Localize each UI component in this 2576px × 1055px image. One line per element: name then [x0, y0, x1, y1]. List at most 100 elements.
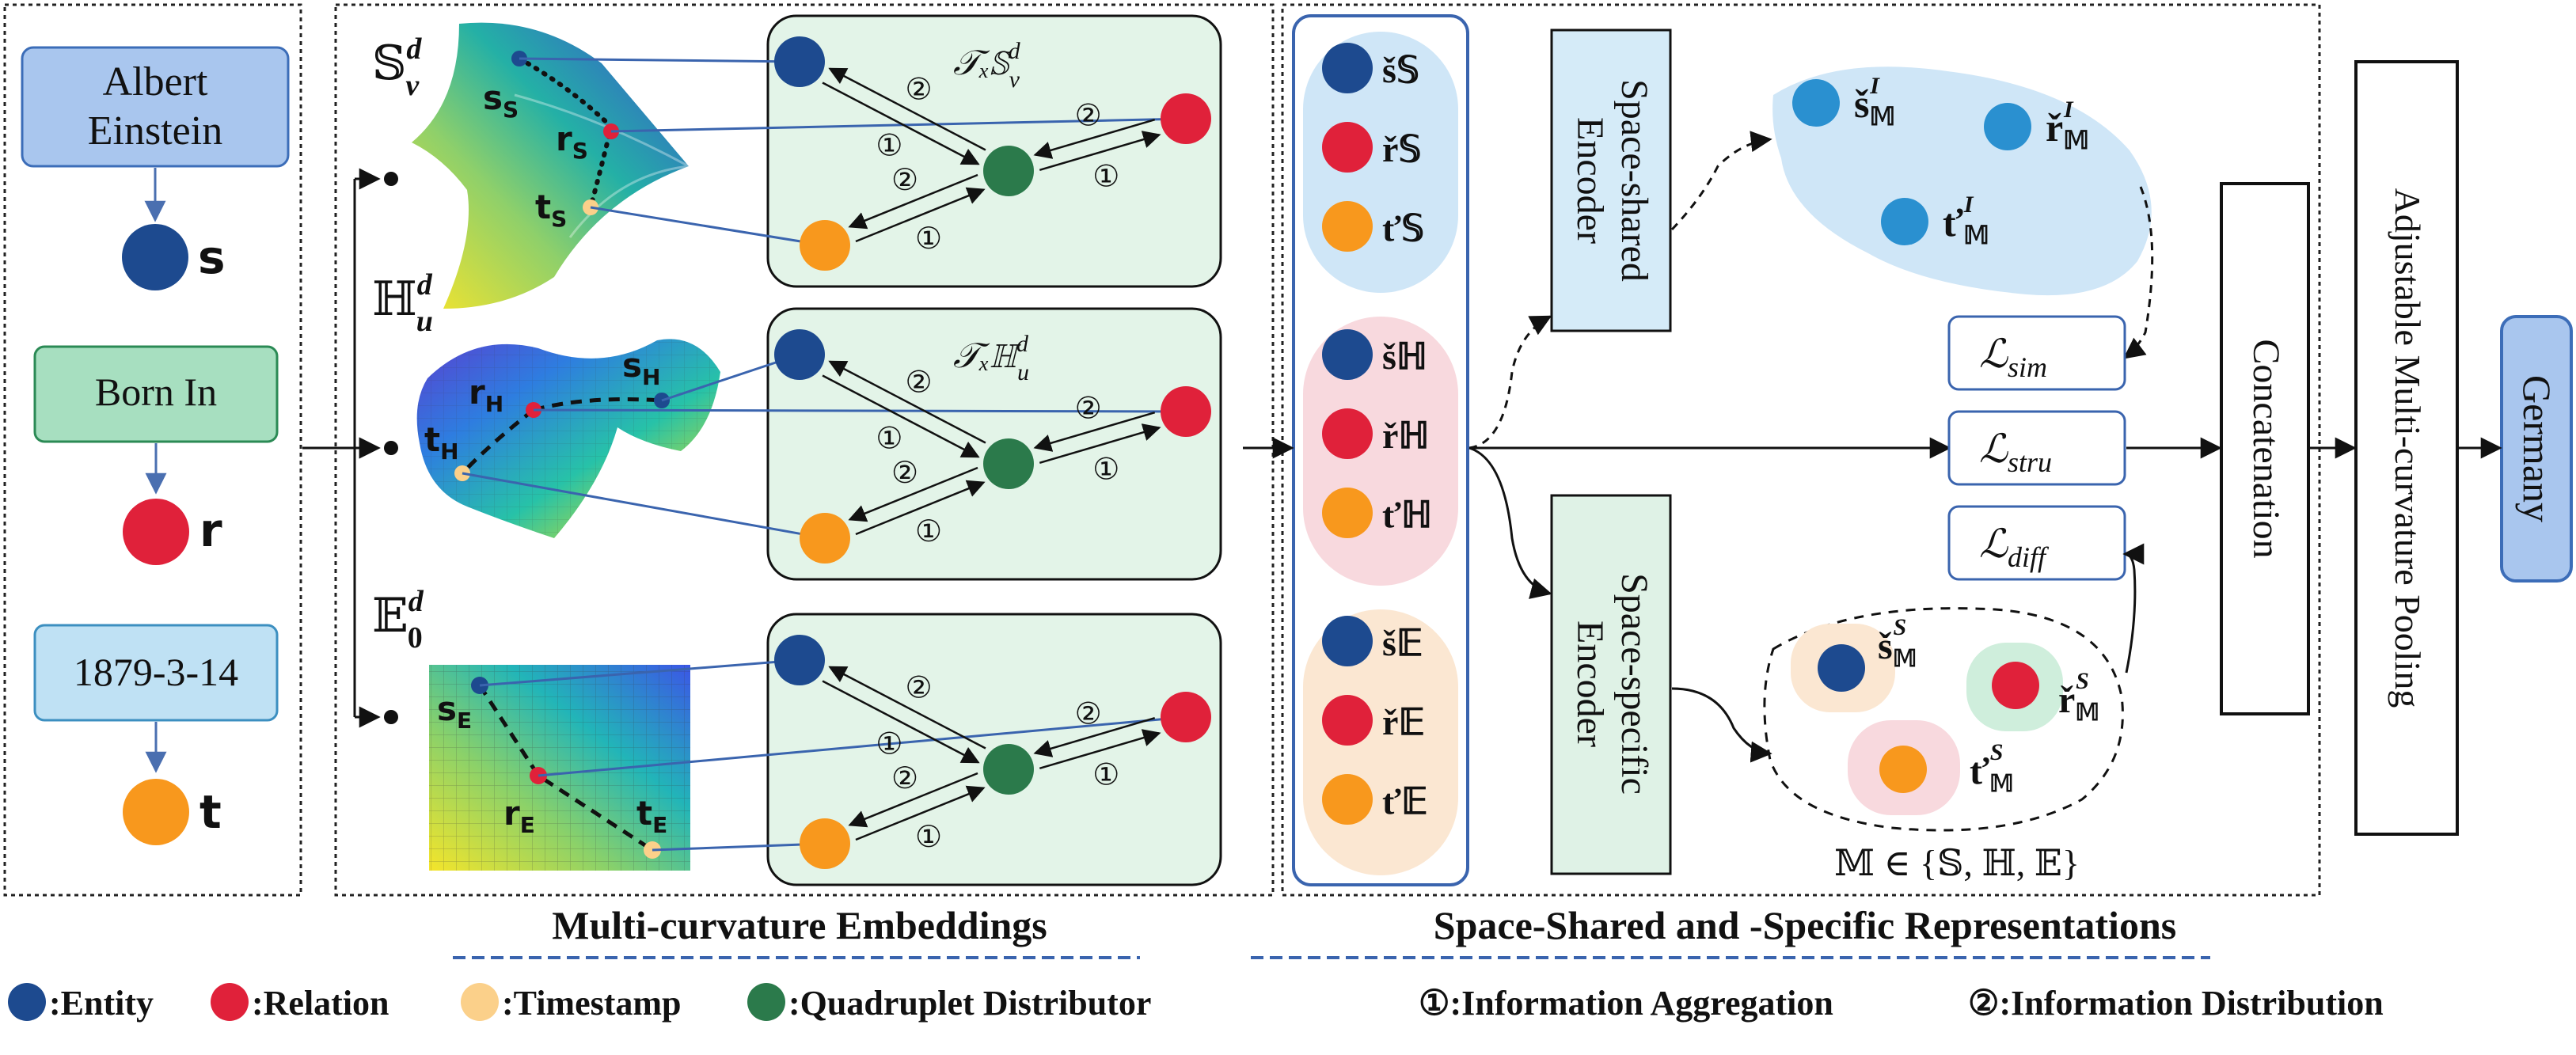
relation-dot	[123, 499, 189, 565]
shared-timestamp-node	[1322, 488, 1373, 538]
legend-aggregation: ①:Information Aggregation	[1419, 984, 1833, 1023]
tangent-relation-node	[1161, 692, 1211, 742]
map-line-relation	[610, 117, 1187, 133]
specific-entity-node	[1818, 644, 1865, 692]
relation-mark-b: ①	[1092, 758, 1119, 791]
invariant-cloud	[1772, 66, 2152, 296]
legend-relation: :Relation	[252, 984, 389, 1023]
relation-label: Born In	[95, 370, 217, 414]
map-line-entity	[479, 658, 800, 687]
loss-box-diff	[1947, 505, 2126, 581]
relation-distribution-arrow	[1039, 729, 1161, 770]
shared-entity-node	[1322, 43, 1373, 93]
invariant-entity-node	[1792, 79, 1840, 127]
timestamp-aggregation-arrow	[855, 480, 986, 536]
loss-label-stru: ℒstru	[1979, 427, 2052, 478]
subject-symbol: s	[198, 230, 226, 284]
sphere-fold	[514, 93, 693, 238]
map-line-timestamp	[590, 206, 826, 247]
invariant-entity-label: š𝕄I	[1854, 73, 1895, 131]
euclid-path	[477, 684, 654, 852]
output-label: Germany	[2515, 375, 2559, 522]
entity-aggregation-arrow	[822, 82, 980, 165]
hyperbolic-geodesic-2	[461, 408, 535, 475]
timestamp-label: 1879-3-14	[74, 650, 238, 694]
map-line-entity	[519, 57, 800, 63]
shared-timestamp-node	[1322, 201, 1373, 252]
timestamp-box	[33, 624, 279, 722]
relation-distribution-arrow	[1039, 423, 1161, 465]
specific-relation-node	[1992, 662, 2039, 709]
map-line-relation	[538, 715, 1187, 777]
to-shared-encoder	[1468, 315, 1552, 450]
entity-distribution-arrow	[828, 360, 986, 444]
shared-entity-node	[1322, 329, 1373, 380]
embeddings-title: Multi-curvature Embeddings	[552, 903, 1047, 947]
tangent-relation-node	[1161, 93, 1211, 144]
tangent-entity-node	[774, 329, 825, 380]
representations-title: Space-Shared and -Specific Representatio…	[1434, 903, 2176, 947]
shared-timestamp-label: ťℍ	[1382, 495, 1432, 535]
shared-relation-node	[1322, 408, 1373, 459]
entity-mark-a: ①	[876, 129, 902, 162]
entity-mark-a: ①	[876, 422, 902, 455]
invariant-relation-label: ř𝕄I	[2046, 97, 2089, 154]
entity-mark-b: ②	[905, 672, 932, 705]
quadruplet-distributor-node	[983, 438, 1034, 489]
timestamp-distribution-arrow	[848, 466, 978, 522]
legend-entity: :Entity	[49, 984, 154, 1023]
entity-distribution-arrow	[828, 67, 986, 151]
specific-timestamp-node	[1879, 746, 1927, 793]
shared-relation-label: řℍ	[1382, 416, 1430, 456]
relation-symbol: r	[199, 503, 222, 557]
shared-entity-label: šℍ	[1382, 336, 1427, 377]
timestamp-aggregation-arrow	[855, 187, 986, 243]
euclid-grid	[429, 665, 690, 871]
specific-encoder-to-cloud	[1671, 687, 1772, 763]
tangent-entity-node	[774, 635, 825, 685]
pooling-label: Adjustable Multi-curvature Pooling	[2388, 188, 2428, 708]
subject-box	[21, 46, 290, 168]
timestamp-mark-a: ①	[915, 515, 942, 548]
hyperbolic-s-label: sH	[622, 346, 660, 390]
shared-relation-node	[1322, 122, 1373, 173]
branch-node-3	[384, 710, 398, 724]
hyperbolic-t-label: tH	[424, 420, 459, 465]
shared-timestamp-label: ť𝕊	[1382, 208, 1424, 249]
shared-relation-node	[1322, 695, 1373, 746]
timestamp-mark-a: ①	[915, 222, 942, 256]
quadruplet-distributor-node	[983, 744, 1034, 795]
tangent-timestamp-node	[800, 513, 850, 564]
relation-aggregation-arrow	[1033, 411, 1156, 452]
map-line-timestamp	[652, 842, 826, 852]
timestamp-mark-a: ①	[915, 821, 942, 854]
specific-to-diff-loss	[2122, 543, 2145, 674]
space-shared-encoder-label: Space-sharedEncoder	[1569, 79, 1655, 282]
branch-node-2	[384, 441, 398, 455]
concatenation-box	[2220, 182, 2310, 715]
loss-box-sim	[1947, 315, 2126, 391]
relation-mark-a: ②	[1075, 698, 1102, 731]
legend-distributor: :Quadruplet Distributor	[788, 984, 1151, 1023]
embedding-panel	[334, 3, 1275, 897]
tangent-entity-node	[774, 36, 825, 87]
invariant-to-sim-loss	[2122, 186, 2154, 359]
legend-entity-dot	[8, 983, 46, 1021]
timestamp-mark-b: ②	[891, 164, 918, 197]
specific-cloud	[1763, 607, 2124, 832]
space-specific-encoder-label: Space-specificEncoder	[1569, 573, 1655, 795]
shared-encoder-to-invariant	[1670, 131, 1772, 231]
timestamp-aggregation-arrow	[855, 785, 986, 841]
concatenation-label: Concatenation	[2245, 339, 2287, 558]
sphere-r-label: rS	[556, 120, 588, 164]
representation-panel	[1281, 3, 2321, 897]
map-line-timestamp	[462, 472, 826, 540]
relation-aggregation-arrow	[1033, 118, 1156, 159]
hyperbolic-r-label: rH	[469, 373, 503, 417]
entity-mark-a: ①	[876, 727, 902, 761]
